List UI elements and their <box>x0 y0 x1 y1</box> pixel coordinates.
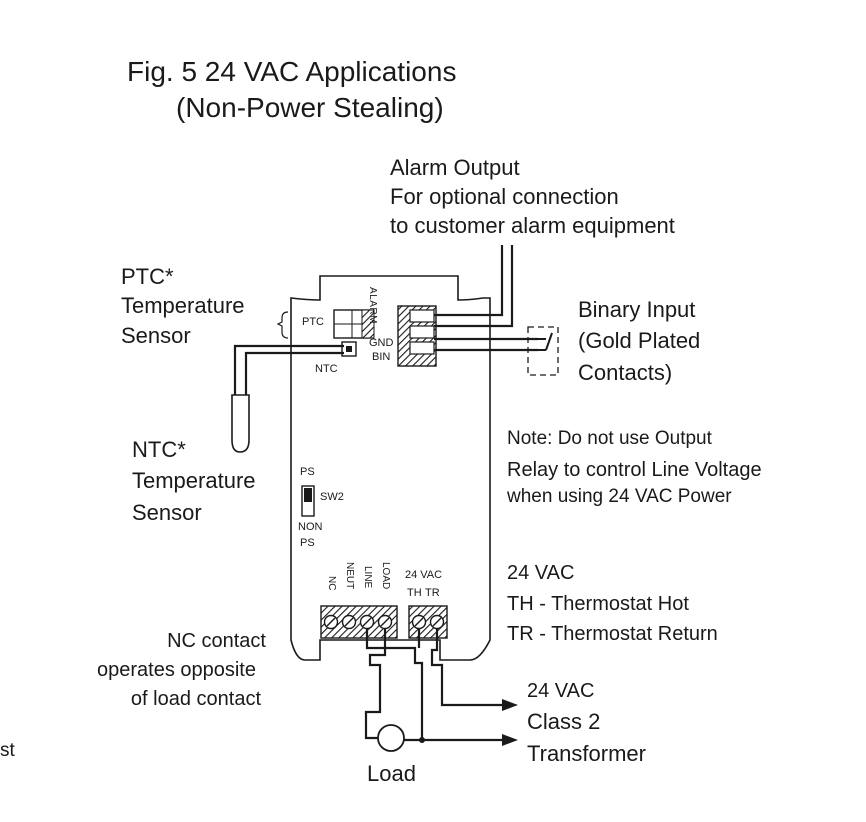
ntc-sensor-label-2: Temperature <box>132 468 256 493</box>
junction-dot <box>419 737 425 743</box>
ntc-sensor-label: NTC* <box>132 437 186 462</box>
note-line3: when using 24 VAC Power <box>507 486 732 507</box>
vac-legend-th: TH - Thermostat Hot <box>507 593 689 615</box>
tr-terminal-label: TR <box>425 587 440 599</box>
ptc-terminal-label: PTC <box>302 316 324 328</box>
vac-terminal-header: 24 VAC <box>405 569 443 581</box>
load-terminal-label: LOAD <box>380 562 391 590</box>
ptc-sensor-label-2: Temperature <box>121 293 245 318</box>
load-power-wiring <box>364 628 504 742</box>
bin-terminal-label: BIN <box>372 351 391 363</box>
neut-terminal-label: NEUT <box>344 562 355 590</box>
line-terminal-label: LINE <box>362 566 373 589</box>
nc-contact-line1: NC contact <box>167 630 266 652</box>
ptc-sensor-label: PTC* <box>121 264 174 289</box>
gnd-terminal-label: GND <box>369 337 394 349</box>
note-line2: Relay to control Line Voltage <box>507 459 762 481</box>
ptc-bracket <box>276 311 289 339</box>
alarm-binary-terminal-block <box>397 305 437 367</box>
vac-legend-title: 24 VAC <box>507 562 575 584</box>
alarm-terminal-label: ALARM <box>367 287 378 324</box>
figure-title-line2: (Non-Power Stealing) <box>176 92 444 123</box>
binary-input-label-3: Contacts) <box>578 360 673 385</box>
ptc-sensor-label-3: Sensor <box>121 323 191 348</box>
load-label: Load <box>367 761 416 786</box>
sw2-switch <box>301 485 315 517</box>
transformer-line1: 24 VAC <box>527 680 595 702</box>
alarm-output-desc1: For optional connection <box>390 184 619 209</box>
sensor-terminal-block <box>333 309 375 339</box>
nc-contact-line2: operates opposite <box>96 659 256 681</box>
sensor-probe <box>231 394 250 453</box>
sw2-ps-bottom-label: PS <box>300 537 315 549</box>
note-line1: Note: Do not use Output <box>507 428 712 449</box>
arrow-transformer-top <box>502 699 518 711</box>
load-symbol <box>377 724 405 752</box>
nc-terminal-label: NC <box>326 576 337 591</box>
figure-title-line1: Fig. 5 24 VAC Applications <box>127 56 457 87</box>
transformer-line3: Transformer <box>527 741 646 766</box>
arrow-transformer-bottom <box>502 734 518 746</box>
nc-contact-line3: of load contact <box>130 688 261 710</box>
alarm-output-desc2: to customer alarm equipment <box>390 213 675 238</box>
binary-input-label-2: (Gold Plated <box>578 328 701 353</box>
binary-input-label: Binary Input <box>578 297 696 322</box>
device-housing <box>290 275 491 661</box>
vac-terminal-block <box>408 605 448 639</box>
binary-input-wires <box>434 337 538 352</box>
sw2-name-label: SW2 <box>320 491 344 503</box>
alarm-output-label: Alarm Output <box>390 155 520 180</box>
ntc-jack <box>341 341 357 357</box>
ntc-sensor-label-3: Sensor <box>132 500 202 525</box>
transformer-line2: Class 2 <box>527 709 601 734</box>
ntc-terminal-label: NTC <box>315 363 338 375</box>
edge-fragment-text: st <box>0 740 15 761</box>
sensor-wires <box>233 344 344 395</box>
binary-input-contact <box>527 326 559 376</box>
th-terminal-label: TH <box>407 587 422 599</box>
sw2-non-label: NON <box>298 521 323 533</box>
sw2-ps-label: PS <box>300 466 315 478</box>
vac-legend-tr: TR - Thermostat Return <box>507 623 718 645</box>
alarm-output-wires <box>434 245 514 328</box>
